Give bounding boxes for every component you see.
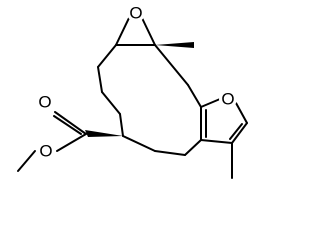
furan-oxygen-label: O [221,90,234,109]
furan-double-bond-inner [229,123,243,140]
bond-layer [17,17,248,179]
ring-bond-8 [154,44,189,86]
epoxide-oxygen-bg [127,4,145,22]
ring-bond-2 [97,66,103,93]
methoxy-bond [17,150,36,172]
furan-c-o-bond-left [200,98,221,108]
ester-carbonyl-bond [54,111,87,135]
ring-bond-5 [122,135,156,152]
chemical-structure-diagram: O O O O [17,4,248,179]
furan-c-c-bond [231,122,248,144]
ring-bond-7 [184,139,202,156]
furan-c-c-bond-bottom [200,139,233,144]
ring-bond-4 [119,113,124,137]
ring-bond-6 [154,150,186,156]
ester-carbonyl-oxygen-bg [36,93,54,111]
ester-ether-oxygen-bg [37,142,55,160]
epoxide-c-o-bond-right [141,17,156,46]
ester-wedge-bond [85,130,123,137]
ester-carbonyl-oxygen-label: O [38,93,51,112]
atom-label-layer: O O O O [36,4,237,161]
epoxide-c-o-bond-left [115,17,130,46]
epoxide-oxygen-label: O [129,4,142,23]
ring-bond-9 [187,84,202,108]
furan-o-c-bond-right [235,102,248,124]
ester-carbonyl-double-bond-inner [53,115,82,135]
ester-ether-oxygen-label: O [39,142,52,161]
ring-bond-1 [97,44,117,68]
ring-bond-3 [101,91,121,115]
ester-c-o-single-bond [56,133,87,152]
furan-oxygen-bg [219,90,237,108]
epoxide-methyl-wedge-bond [155,42,194,48]
